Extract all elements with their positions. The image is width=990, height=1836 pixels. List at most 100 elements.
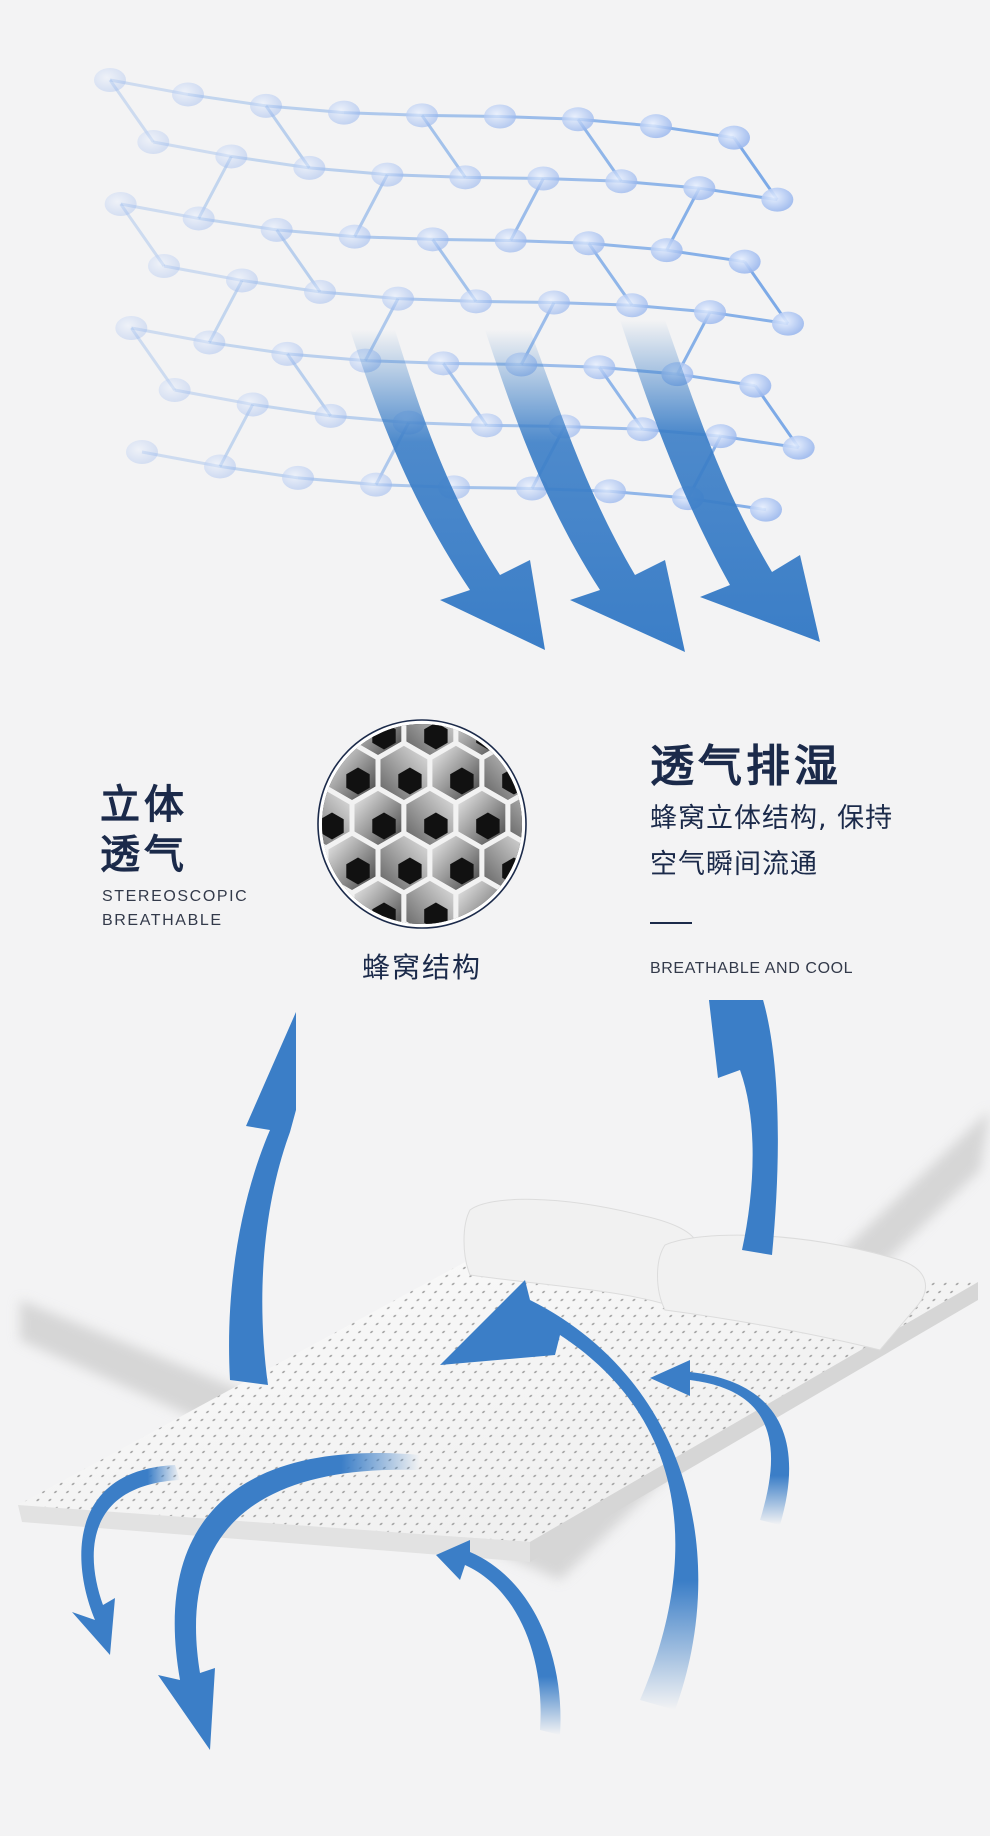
honeycomb-cell bbox=[479, 920, 522, 924]
feature-description-line1: 蜂窝立体结构, 保持 bbox=[650, 803, 894, 834]
lattice-node bbox=[449, 165, 482, 190]
lattice-node bbox=[704, 424, 737, 449]
lattice-node bbox=[204, 454, 236, 479]
lattice-node bbox=[640, 114, 672, 139]
lattice-node bbox=[126, 440, 158, 464]
honeycomb-cell-hole bbox=[372, 812, 396, 840]
honeycomb-cell-hole bbox=[424, 812, 448, 840]
airflow-arrow-middle bbox=[485, 330, 685, 652]
feature-footer-english: BREATHABLE AND COOL bbox=[650, 960, 854, 977]
airflow-arrow-up-right bbox=[708, 1000, 778, 1255]
feature-title-breathable: 透气排湿 bbox=[650, 741, 842, 792]
honeycomb-cell bbox=[453, 875, 511, 924]
honeycomb-cell-hole bbox=[346, 767, 370, 795]
lattice-node bbox=[694, 300, 726, 325]
honeycomb-cell-hole bbox=[398, 767, 422, 795]
lattice-node bbox=[314, 403, 347, 428]
network-lattice bbox=[94, 68, 815, 522]
lattice-node bbox=[460, 289, 492, 314]
divider-line bbox=[650, 922, 692, 924]
lattice-node bbox=[527, 166, 560, 191]
lattice-node bbox=[236, 392, 269, 417]
lattice-node bbox=[782, 435, 815, 460]
feature-description-line2: 空气瞬间流通 bbox=[650, 849, 818, 880]
lattice-node bbox=[728, 249, 761, 274]
feature-subtitle-line2: BREATHABLE bbox=[102, 912, 223, 929]
lattice-node bbox=[260, 217, 293, 242]
airflow-arrow-right bbox=[620, 320, 820, 642]
airflow-arrow-center-arc bbox=[440, 1280, 699, 1710]
honeycomb-cell-hole bbox=[450, 857, 474, 885]
lattice-node bbox=[215, 144, 248, 169]
honeycomb-cell-hole bbox=[450, 767, 474, 795]
lattice-node bbox=[494, 228, 527, 253]
honeycomb-closeup-image bbox=[316, 718, 528, 930]
airflow-arrow-small-center bbox=[436, 1540, 561, 1735]
lattice-node bbox=[427, 351, 460, 376]
lattice-node bbox=[250, 93, 282, 118]
lattice-node bbox=[562, 107, 594, 132]
lattice-node bbox=[583, 355, 616, 380]
feature-title-stereoscopic: 立体 透气 bbox=[100, 780, 188, 880]
feature-subtitle-line1: STEREOSCOPIC bbox=[102, 888, 249, 905]
lattice-node bbox=[293, 155, 326, 180]
honeycomb-cell-hole bbox=[476, 812, 500, 840]
lattice-node bbox=[516, 476, 548, 501]
lattice-node bbox=[594, 479, 626, 504]
honeycomb-caption: 蜂窝结构 bbox=[361, 951, 482, 984]
airflow-arrow-right-arc bbox=[650, 1360, 790, 1525]
lattice-node bbox=[137, 130, 170, 154]
mattress-airflow-illustration bbox=[18, 1000, 990, 1750]
lattice-node bbox=[104, 192, 137, 216]
latex-mattress bbox=[18, 1262, 978, 1562]
lattice-node bbox=[572, 231, 605, 256]
lattice-node bbox=[650, 238, 683, 263]
lattice-node bbox=[683, 176, 716, 201]
honeycomb-cell-hole bbox=[398, 857, 422, 885]
lattice-node bbox=[626, 417, 659, 442]
lattice-node bbox=[304, 279, 336, 304]
lattice-node bbox=[158, 378, 191, 402]
honeycomb-cell bbox=[322, 920, 329, 924]
lattice-node bbox=[94, 68, 126, 92]
honeycomb-cell-hole bbox=[316, 858, 318, 885]
lattice-node bbox=[739, 373, 772, 398]
lattice-node bbox=[282, 465, 314, 490]
lattice-node bbox=[148, 254, 180, 278]
lattice-node bbox=[328, 100, 360, 125]
lattice-node bbox=[470, 413, 503, 438]
lattice-node bbox=[226, 268, 258, 293]
honeycomb-network-illustration bbox=[94, 68, 820, 652]
lattice-node bbox=[616, 293, 648, 318]
lattice-node bbox=[371, 162, 404, 187]
lattice-node bbox=[271, 341, 304, 366]
feature-title-line2: 透气 bbox=[100, 832, 188, 878]
airflow-arrow-up-left bbox=[229, 1012, 296, 1385]
lattice-node bbox=[338, 224, 371, 249]
lattice-node bbox=[382, 286, 414, 311]
honeycomb-cell-hole bbox=[322, 902, 344, 924]
lattice-node bbox=[172, 82, 204, 107]
lattice-node bbox=[416, 227, 449, 252]
lattice-node bbox=[360, 472, 392, 497]
feature-subtitle-english: STEREOSCOPIC BREATHABLE bbox=[102, 885, 248, 933]
airflow-arrow-left-outer bbox=[72, 1465, 180, 1655]
honeycomb-cell-hole bbox=[322, 812, 344, 840]
airflow-arrow-left bbox=[350, 330, 545, 650]
airflow-arrow-left-big bbox=[158, 1453, 420, 1750]
lattice-node bbox=[750, 497, 782, 522]
honeycomb-cell bbox=[505, 875, 522, 924]
lattice-node bbox=[538, 290, 570, 315]
honeycomb-cell bbox=[505, 724, 522, 761]
lattice-node bbox=[115, 316, 148, 340]
lattice-node bbox=[761, 187, 794, 212]
lattice-node bbox=[406, 103, 438, 128]
honeycomb-cell-hole bbox=[346, 857, 370, 885]
feature-title-line1: 立体 bbox=[100, 782, 188, 828]
lattice-node bbox=[484, 104, 516, 129]
honeycomb-cell-hole bbox=[322, 724, 344, 750]
lattice-node bbox=[182, 206, 215, 231]
lattice-node bbox=[718, 125, 750, 150]
feature-description: 蜂窝立体结构, 保持 空气瞬间流通 bbox=[650, 796, 970, 888]
lattice-node bbox=[605, 169, 638, 194]
